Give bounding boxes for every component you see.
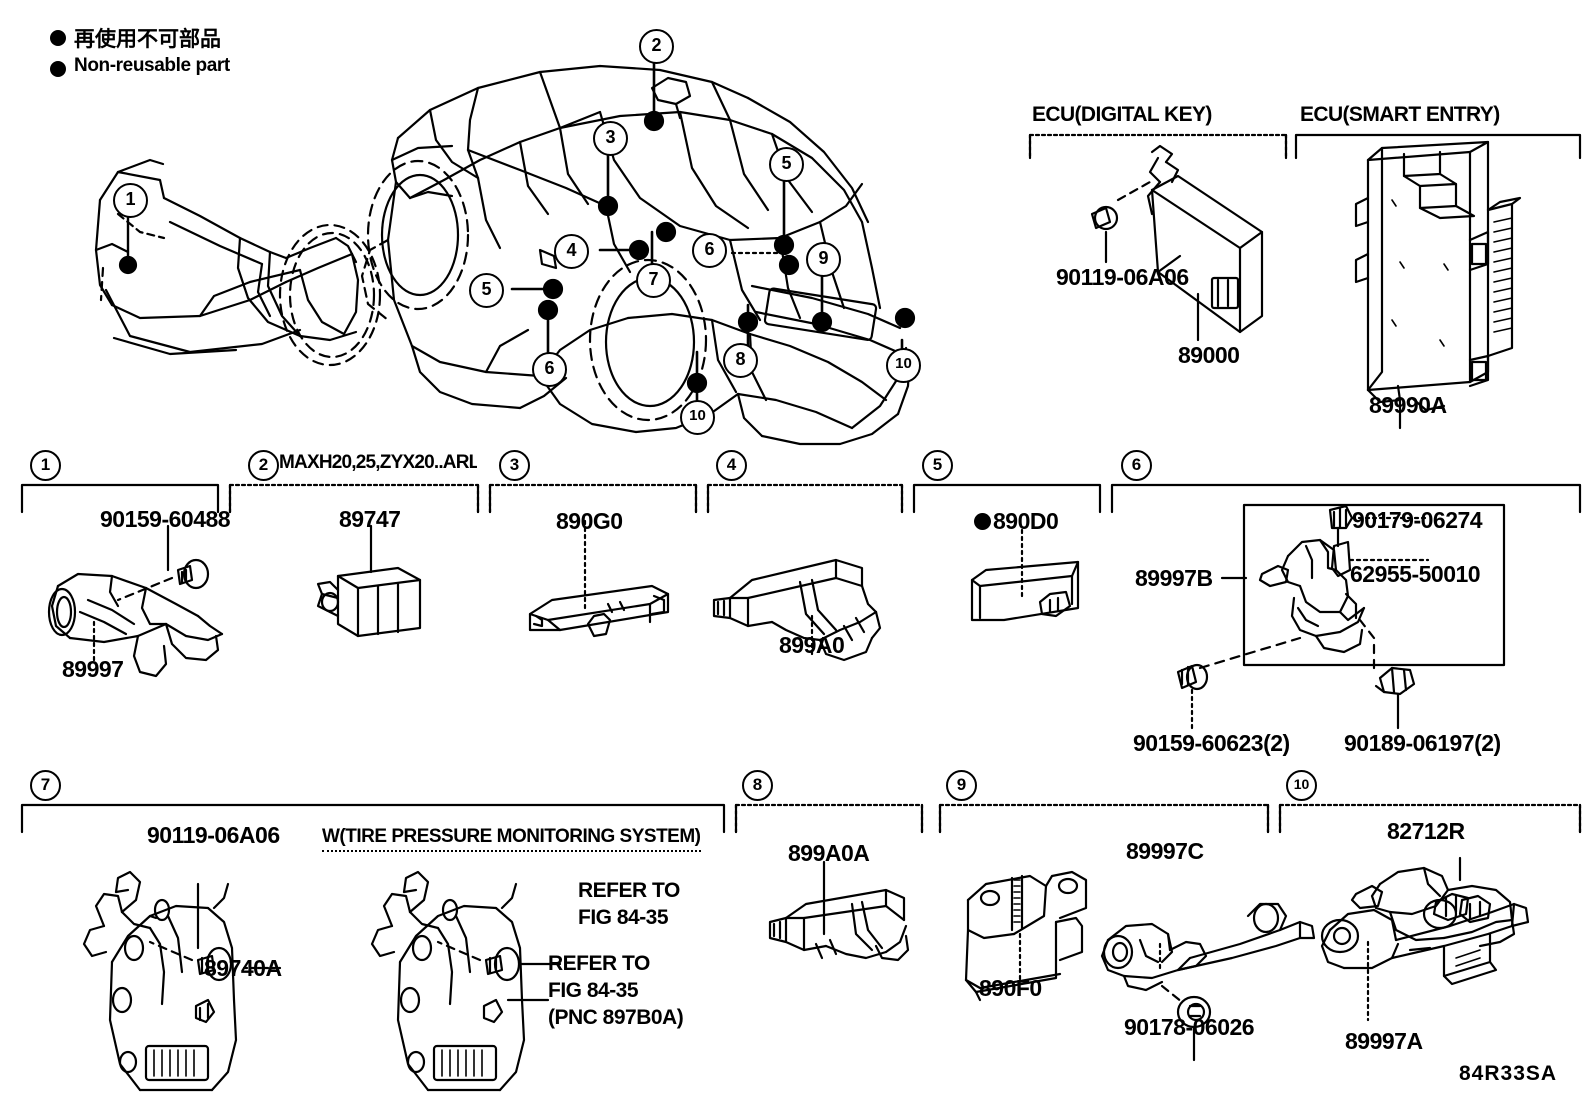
part-90159-60623: 90159-60623(2) [1133, 730, 1290, 756]
part-890F0: 890F0 [979, 975, 1042, 1001]
panel-number-7[interactable]: 7 [30, 770, 61, 801]
part-82712R: 82712R [1387, 818, 1465, 844]
part-90178-06026: 90178-06026 [1124, 1014, 1255, 1040]
callout-5-side[interactable]: 5 [469, 273, 504, 308]
callout-3[interactable]: 3 [593, 121, 628, 156]
panel-number-4[interactable]: 4 [716, 450, 747, 481]
panel-number-3[interactable]: 3 [499, 450, 530, 481]
panel-number-6[interactable]: 6 [1121, 450, 1152, 481]
part-890D0: 890D0 [993, 508, 1059, 534]
part-899A0: 899A0 [779, 632, 845, 658]
panel-number-8[interactable]: 8 [742, 770, 773, 801]
part-90179-06274: 90179-06274 [1352, 507, 1483, 533]
non-reusable-marker-890D0 [974, 513, 991, 530]
callout-6-rear[interactable]: 6 [692, 233, 727, 268]
refer-to-fig-1-line2: FIG 84-35 [578, 906, 669, 929]
part-90159-60488: 90159-60488 [100, 506, 231, 532]
part-89997A: 89997A [1345, 1028, 1423, 1054]
part-89747: 89747 [339, 506, 401, 532]
legend-japanese-text: 再使用不可部品 [74, 27, 221, 51]
panel-number-9[interactable]: 9 [946, 770, 977, 801]
non-reusable-bullet-en [50, 61, 66, 77]
ecu-digital-key-title: ECU(DIGITAL KEY) [1032, 103, 1212, 126]
legend-english-text: Non-reusable part [74, 55, 230, 76]
part-90119-06A06-ecu: 90119-06A06 [1056, 264, 1189, 290]
refer-to-fig-1-line1: REFER TO [578, 879, 680, 902]
callout-10-right[interactable]: 10 [886, 348, 921, 383]
callout-4[interactable]: 4 [554, 234, 589, 269]
part-89997B: 89997B [1135, 565, 1213, 591]
part-89000: 89000 [1178, 342, 1240, 368]
panel-7-tpms-note: W(TIRE PRESSURE MONITORING SYSTEM) [322, 826, 701, 852]
part-89997: 89997 [62, 656, 124, 682]
refer-to-fig-2-line2: FIG 84-35 [548, 979, 639, 1002]
non-reusable-bullet-jp [50, 30, 66, 46]
callout-6-lower[interactable]: 6 [532, 352, 567, 387]
part-62955-50010: 62955-50010 [1350, 561, 1481, 587]
ecu-smart-entry-title: ECU(SMART ENTRY) [1300, 103, 1500, 126]
part-90189-06197: 90189-06197(2) [1344, 730, 1501, 756]
panel-2-note: MAXH20,25,ZYX20..ARL [279, 452, 477, 473]
callout-2[interactable]: 2 [639, 29, 674, 64]
part-890G0: 890G0 [556, 508, 623, 534]
callout-10-lower[interactable]: 10 [680, 400, 715, 435]
callout-1[interactable]: 1 [113, 183, 148, 218]
panel-number-10[interactable]: 10 [1286, 770, 1317, 801]
panel-number-2[interactable]: 2 [248, 450, 279, 481]
part-899A0A: 899A0A [788, 840, 870, 866]
callout-5-rear[interactable]: 5 [769, 147, 804, 182]
part-90119-06A06-panel7: 90119-06A06 [147, 822, 280, 848]
part-89740A: 89740A [204, 955, 282, 981]
callout-7[interactable]: 7 [636, 263, 671, 298]
refer-to-fig-2-pnc: (PNC 897B0A) [548, 1006, 684, 1029]
panel-number-5[interactable]: 5 [922, 450, 953, 481]
callout-8[interactable]: 8 [723, 343, 758, 378]
figure-code: 84R33SA [1459, 1062, 1558, 1085]
part-89990A: 89990A [1369, 392, 1447, 418]
refer-to-fig-2-line1: REFER TO [548, 952, 650, 975]
panel-number-1[interactable]: 1 [30, 450, 61, 481]
callout-9[interactable]: 9 [806, 242, 841, 277]
part-89997C: 89997C [1126, 838, 1204, 864]
